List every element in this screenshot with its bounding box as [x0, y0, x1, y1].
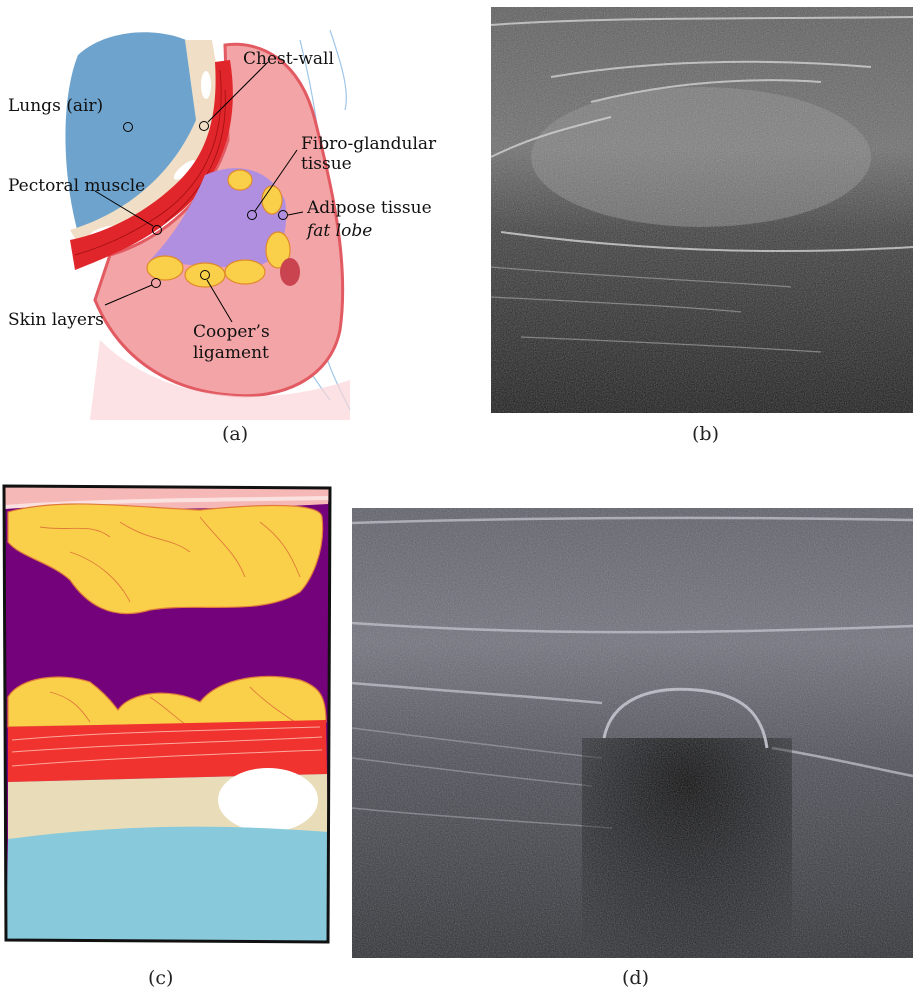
anatomy-illustration: Lungs (air) Chest-wall Fibro-glandular t…: [0, 0, 470, 420]
label-ligament: ligament: [193, 343, 269, 363]
caption-b: (b): [692, 423, 719, 445]
caption-c: (c): [148, 967, 173, 989]
ultrasound-image-b: [491, 7, 913, 413]
label-lungs: Lungs (air): [8, 96, 103, 116]
label-pectoral-muscle: Pectoral muscle: [8, 176, 145, 196]
label-fat-lobe: fat lobe: [305, 221, 372, 241]
label-chest-wall: Chest-wall: [243, 49, 334, 69]
label-coopers: Cooper’s: [193, 322, 270, 342]
tissue-layers-cartoon: [0, 482, 335, 947]
label-fibro-glandular-2: tissue: [301, 154, 352, 174]
label-adipose-tissue: Adipose tissue: [306, 198, 432, 218]
ultrasound-image-d: [352, 508, 913, 958]
caption-d: (d): [622, 967, 649, 989]
label-skin-layers: Skin layers: [8, 310, 104, 330]
caption-a: (a): [222, 423, 248, 445]
label-fibro-glandular: Fibro-glandular: [301, 134, 437, 154]
